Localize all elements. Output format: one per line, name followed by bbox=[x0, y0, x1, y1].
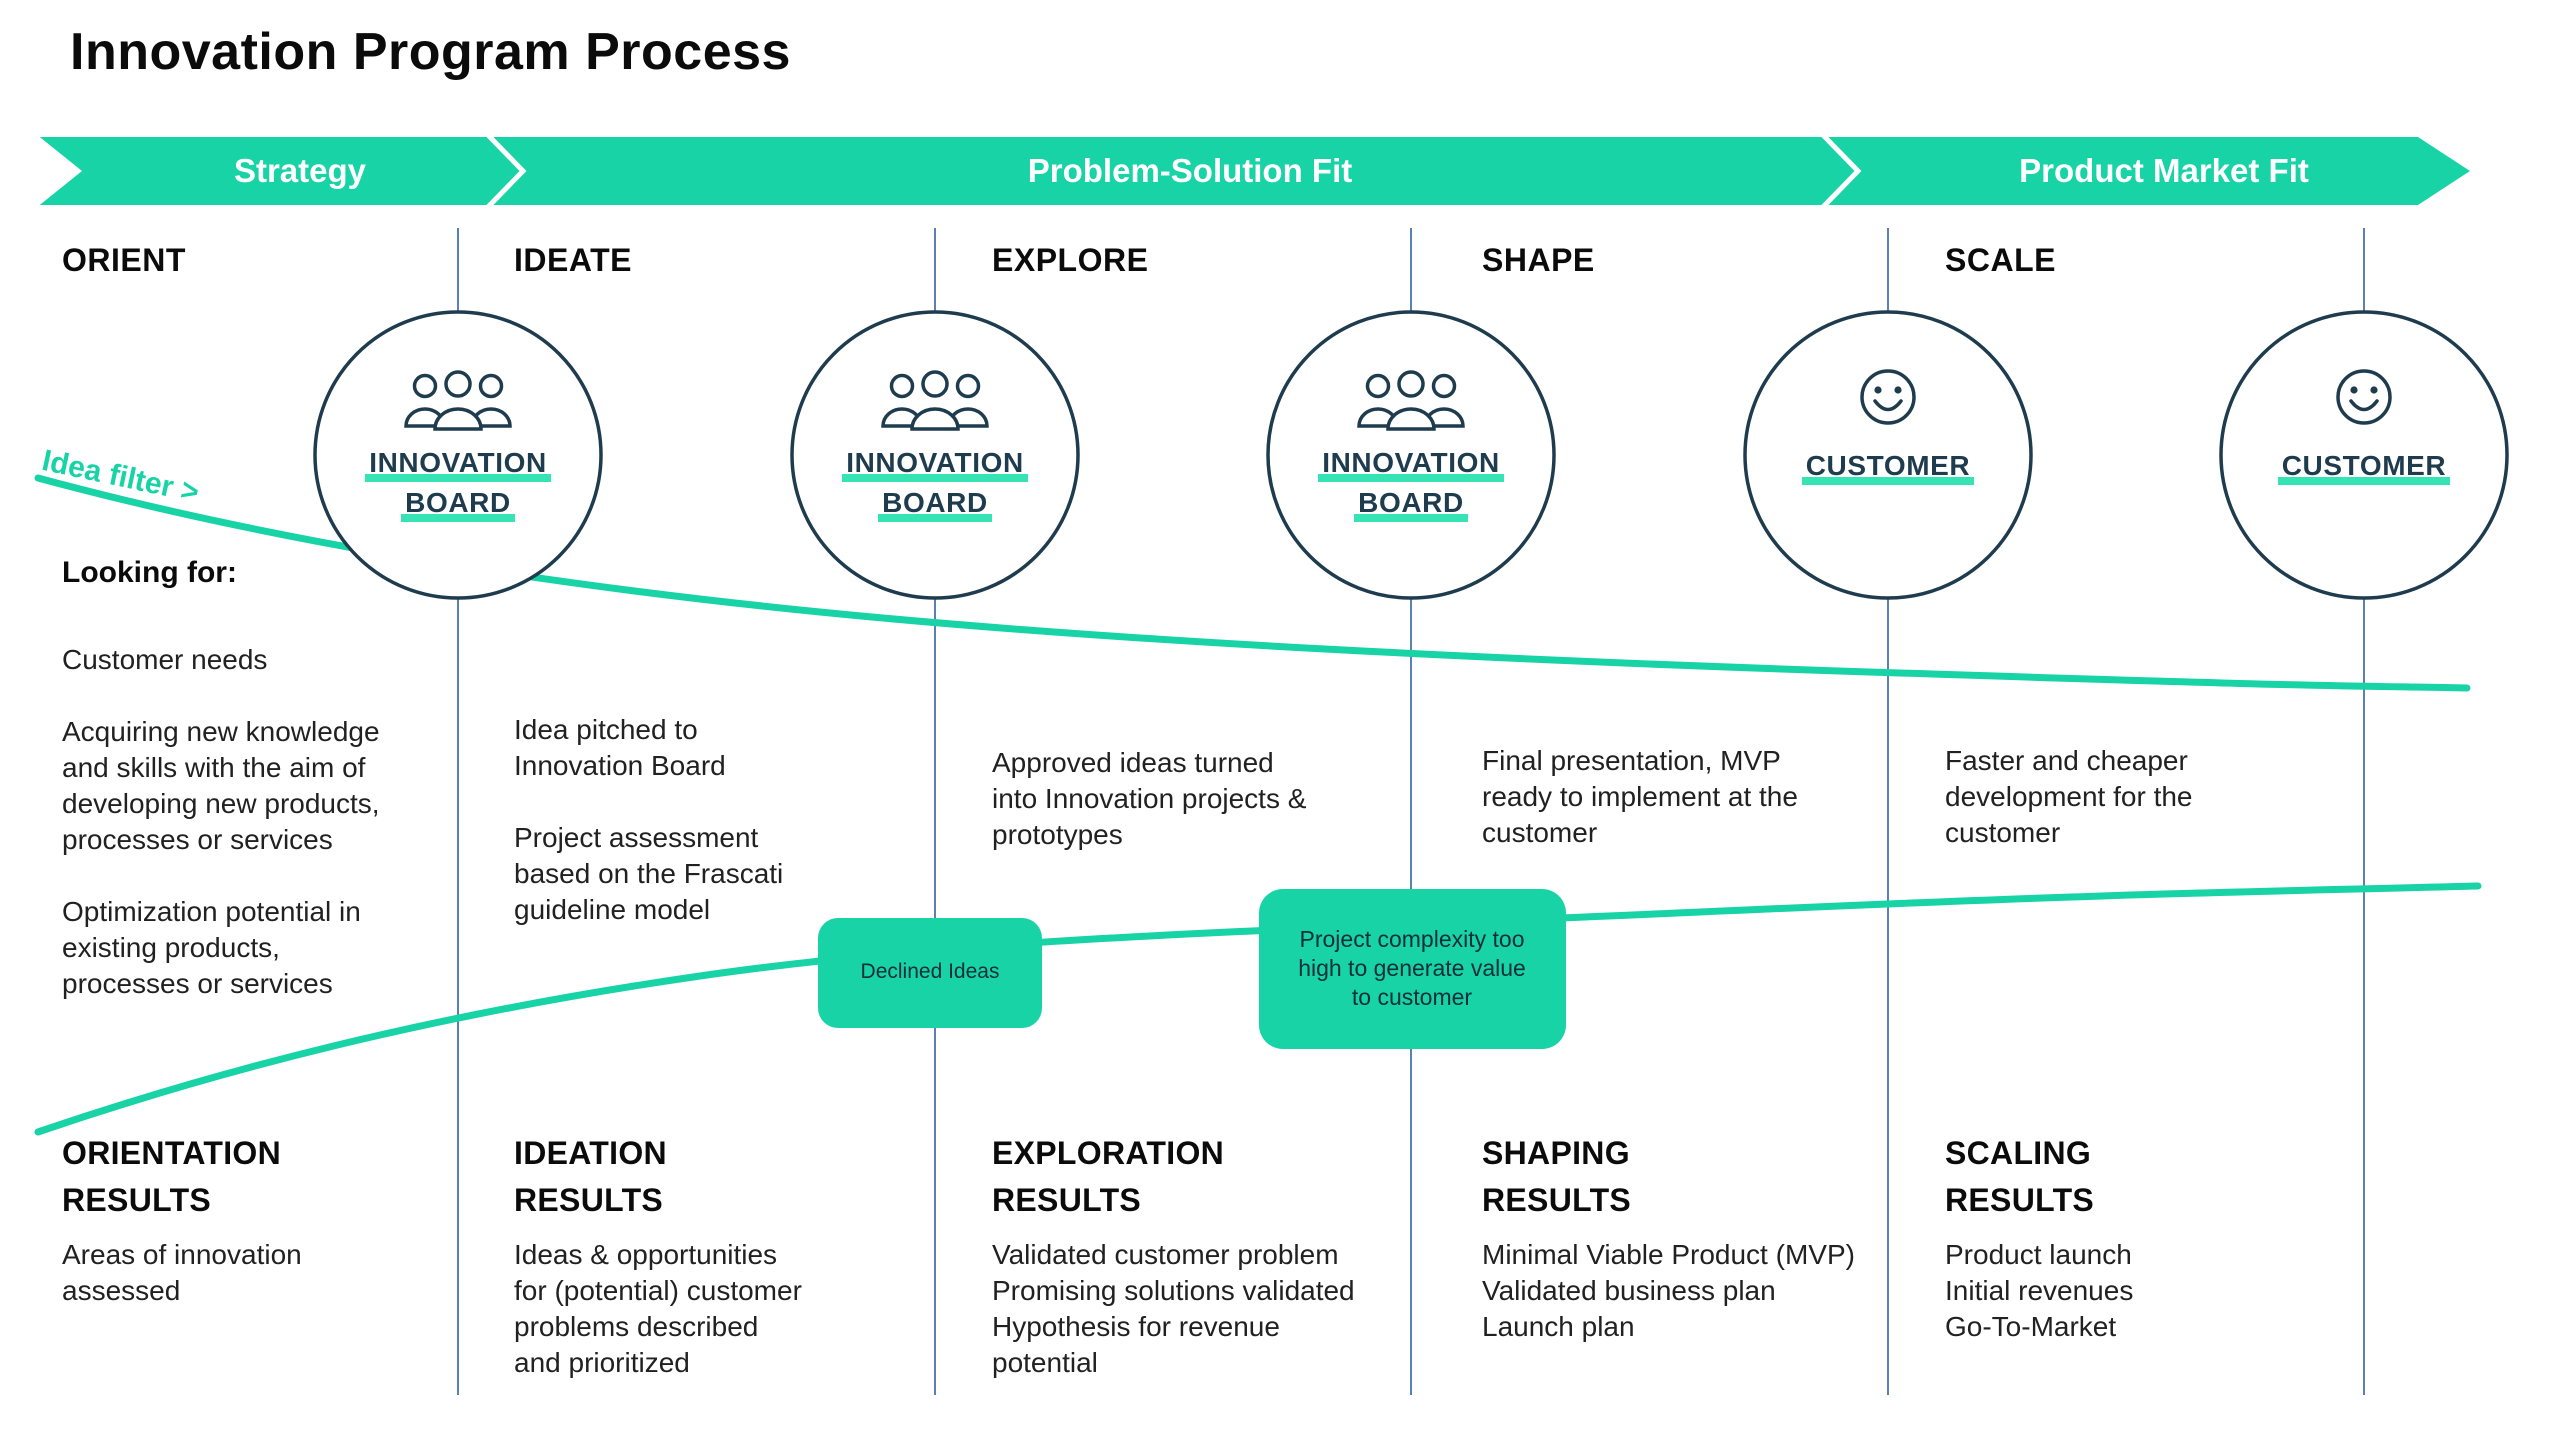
results-body-scaling: Product launch Initial revenues Go-To-Ma… bbox=[1945, 1239, 2134, 1342]
smiley-icon bbox=[2336, 369, 2392, 425]
results-body-orientation: Areas of innovation assessed bbox=[62, 1239, 302, 1306]
project-complexity-box bbox=[1259, 889, 1566, 1049]
results-body-exploration: Validated customer problem Promising sol… bbox=[992, 1239, 1355, 1378]
phase-label-strategy: Strategy bbox=[233, 152, 367, 189]
banner-left-notch bbox=[36, 134, 82, 208]
declined-ideas-label: Declined Ideas bbox=[860, 960, 1000, 983]
column-body-explore: Approved ideas turned into Innovation pr… bbox=[992, 747, 1307, 850]
results-title-shaping: SHAPING RESULTS bbox=[1482, 1135, 1632, 1218]
project-complexity-label: Project complexity too high to generate … bbox=[1298, 926, 1526, 1010]
customer-label: CUSTOMER bbox=[2204, 451, 2524, 487]
people-icon bbox=[1357, 370, 1465, 431]
column-header-orient: ORIENT bbox=[62, 242, 186, 278]
innovation-board-label: INNOVATION BOARD bbox=[298, 448, 618, 524]
results-title-exploration: EXPLORATION RESULTS bbox=[992, 1135, 1225, 1218]
people-icon bbox=[881, 370, 989, 431]
column-body-ideate: Idea pitched to Innovation Board Project… bbox=[514, 714, 784, 925]
phase-label-problem-solution-fit: Problem-Solution Fit bbox=[1027, 152, 1353, 189]
circle-label-line: BOARD bbox=[1354, 488, 1468, 524]
circle-label-line: INNOVATION bbox=[842, 448, 1028, 484]
results-title-scaling: SCALING RESULTS bbox=[1945, 1135, 2095, 1218]
phase-banner-arrow bbox=[38, 137, 2470, 205]
people-icon bbox=[404, 370, 512, 431]
declined-ideas-box bbox=[818, 918, 1042, 1028]
results-title-ideation: IDEATION RESULTS bbox=[514, 1135, 667, 1218]
circle-label-line: INNOVATION bbox=[1318, 448, 1504, 484]
column-body-shape: Final presentation, MVP ready to impleme… bbox=[1482, 745, 1798, 848]
circle-label-line: CUSTOMER bbox=[1801, 451, 1975, 487]
column-header-explore: EXPLORE bbox=[992, 242, 1149, 278]
looking-for-heading: Looking for: bbox=[62, 556, 237, 589]
banner-chevron-separator-2 bbox=[1820, 132, 1862, 210]
funnel-bottom-curve bbox=[34, 882, 2482, 1136]
circle-label-line: INNOVATION bbox=[365, 448, 551, 484]
circle-label-line: BOARD bbox=[401, 488, 515, 524]
column-header-shape: SHAPE bbox=[1482, 242, 1595, 278]
phase-label-product-market-fit: Product Market Fit bbox=[2019, 152, 2309, 189]
banner-chevron-separator-1 bbox=[485, 132, 527, 210]
results-body-shaping: Minimal Viable Product (MVP) Validated b… bbox=[1482, 1239, 1855, 1342]
results-body-ideation: Ideas & opportunities for (potential) cu… bbox=[514, 1239, 802, 1378]
column-header-ideate: IDEATE bbox=[514, 242, 632, 278]
column-body-scale: Faster and cheaper development for the c… bbox=[1945, 745, 2193, 848]
innovation-board-label: INNOVATION BOARD bbox=[1251, 448, 1571, 524]
results-title-orientation: ORIENTATION RESULTS bbox=[62, 1135, 281, 1218]
smiley-icon bbox=[1860, 369, 1916, 425]
circle-label-line: BOARD bbox=[878, 488, 992, 524]
circle-label-line: CUSTOMER bbox=[2277, 451, 2451, 487]
customer-label: CUSTOMER bbox=[1728, 451, 2048, 487]
column-header-scale: SCALE bbox=[1945, 242, 2056, 278]
column-body-orient: Customer needs Acquiring new knowledge a… bbox=[62, 644, 380, 999]
page-title: Innovation Program Process bbox=[70, 23, 791, 81]
innovation-board-label: INNOVATION BOARD bbox=[775, 448, 1095, 524]
